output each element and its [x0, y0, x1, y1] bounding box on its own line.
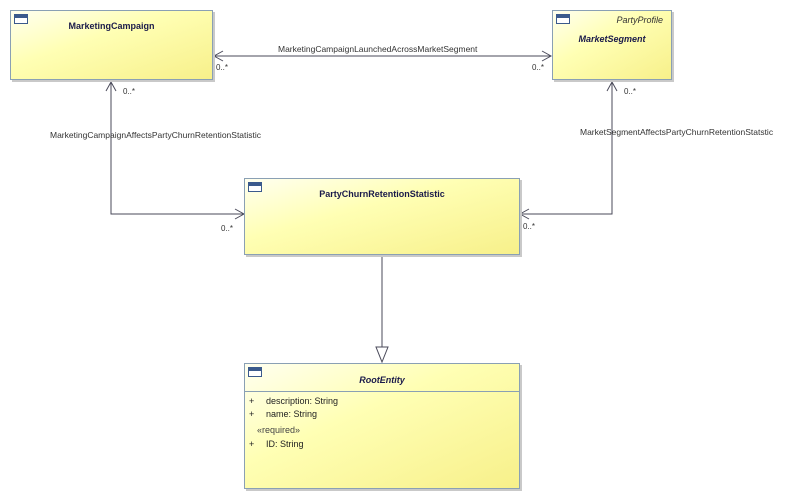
class-name: MarketingCampaign — [68, 21, 155, 31]
multiplicity-campaign-segment-source: 0..* — [216, 63, 229, 72]
class-name: RootEntity — [359, 375, 405, 385]
attribute-row: +name: String — [249, 409, 318, 419]
class-marketing-campaign[interactable]: MarketingCampaign — [10, 10, 213, 80]
association-label-segment-churn: MarketSegmentAffectsPartyChurnRetentionS… — [580, 127, 774, 137]
attribute-row: +ID: String — [249, 439, 304, 449]
association-label-campaign-churn: MarketingCampaignAffectsPartyChurnRetent… — [50, 130, 262, 140]
multiplicity-campaign-segment-target: 0..* — [532, 63, 545, 72]
class-icon — [248, 367, 262, 377]
multiplicity-segment-churn-target: 0..* — [523, 222, 536, 231]
class-icon — [556, 14, 570, 24]
class-party-churn-retention-statistic[interactable]: PartyChurnRetentionStatistic — [244, 178, 520, 255]
stereotype-required: «required» — [257, 425, 301, 435]
association-label-campaign-segment: MarketingCampaignLaunchedAcrossMarketSeg… — [278, 44, 478, 54]
multiplicity-campaign-churn-target: 0..* — [221, 224, 234, 233]
association-campaign-segment[interactable] — [212, 50, 553, 62]
class-name: PartyChurnRetentionStatistic — [319, 189, 445, 199]
attribute-row: +description: String — [249, 396, 339, 406]
association-segment-churn[interactable] — [518, 80, 618, 220]
association-campaign-churn[interactable] — [105, 80, 246, 220]
generalization-churn-root[interactable] — [375, 256, 389, 364]
compartment-divider — [245, 391, 519, 392]
class-stereotype: PartyProfile — [616, 15, 663, 25]
class-name: MarketSegment — [578, 34, 646, 44]
multiplicity-segment-churn-source: 0..* — [624, 87, 637, 96]
class-root-entity[interactable]: RootEntity +description: String +name: S… — [244, 363, 520, 489]
class-market-segment[interactable]: PartyProfile MarketSegment — [552, 10, 672, 80]
class-icon — [14, 14, 28, 24]
multiplicity-campaign-churn-source: 0..* — [123, 87, 136, 96]
class-icon — [248, 182, 262, 192]
